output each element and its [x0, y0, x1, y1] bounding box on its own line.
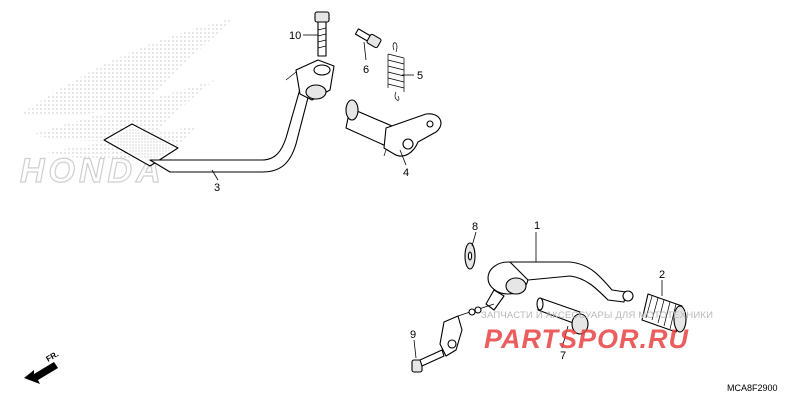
front-direction-arrow: FR.	[24, 349, 60, 384]
callout-10: 10	[289, 30, 301, 42]
return-spring-5	[387, 42, 405, 101]
linkage-rod	[439, 303, 495, 357]
callout-8: 8	[472, 221, 478, 233]
callout-7: 7	[560, 350, 566, 362]
brake-pedal	[103, 59, 335, 173]
pivot-shaft-4	[345, 99, 442, 157]
callout-2: 2	[659, 269, 665, 281]
gearshift-lever-1	[485, 261, 634, 311]
callout-6: 6	[363, 64, 369, 76]
pedal-peg-7	[536, 297, 589, 335]
leader-lines	[211, 34, 663, 359]
flange-bolt-10	[314, 11, 330, 57]
callout-4: 4	[403, 167, 409, 179]
shift-rubber-2	[641, 293, 687, 333]
site-watermark-caption: ЗАПЧАСТИ И АКСЕССУАРЫ ДЛЯ МОТОТЕХНИКИ	[481, 310, 713, 321]
bolt-6	[354, 28, 382, 49]
callout-3: 3	[214, 182, 220, 194]
front-direction-label: FR.	[45, 349, 61, 363]
diagram-reference-code: MCA8F2900	[727, 383, 778, 393]
callout-9: 9	[410, 329, 416, 341]
site-watermark-logo: PARTSPOR.RU	[484, 324, 690, 354]
callout-1: 1	[534, 220, 540, 232]
callout-5: 5	[417, 70, 423, 82]
washer-8	[464, 242, 476, 270]
bolt-9	[411, 349, 445, 373]
